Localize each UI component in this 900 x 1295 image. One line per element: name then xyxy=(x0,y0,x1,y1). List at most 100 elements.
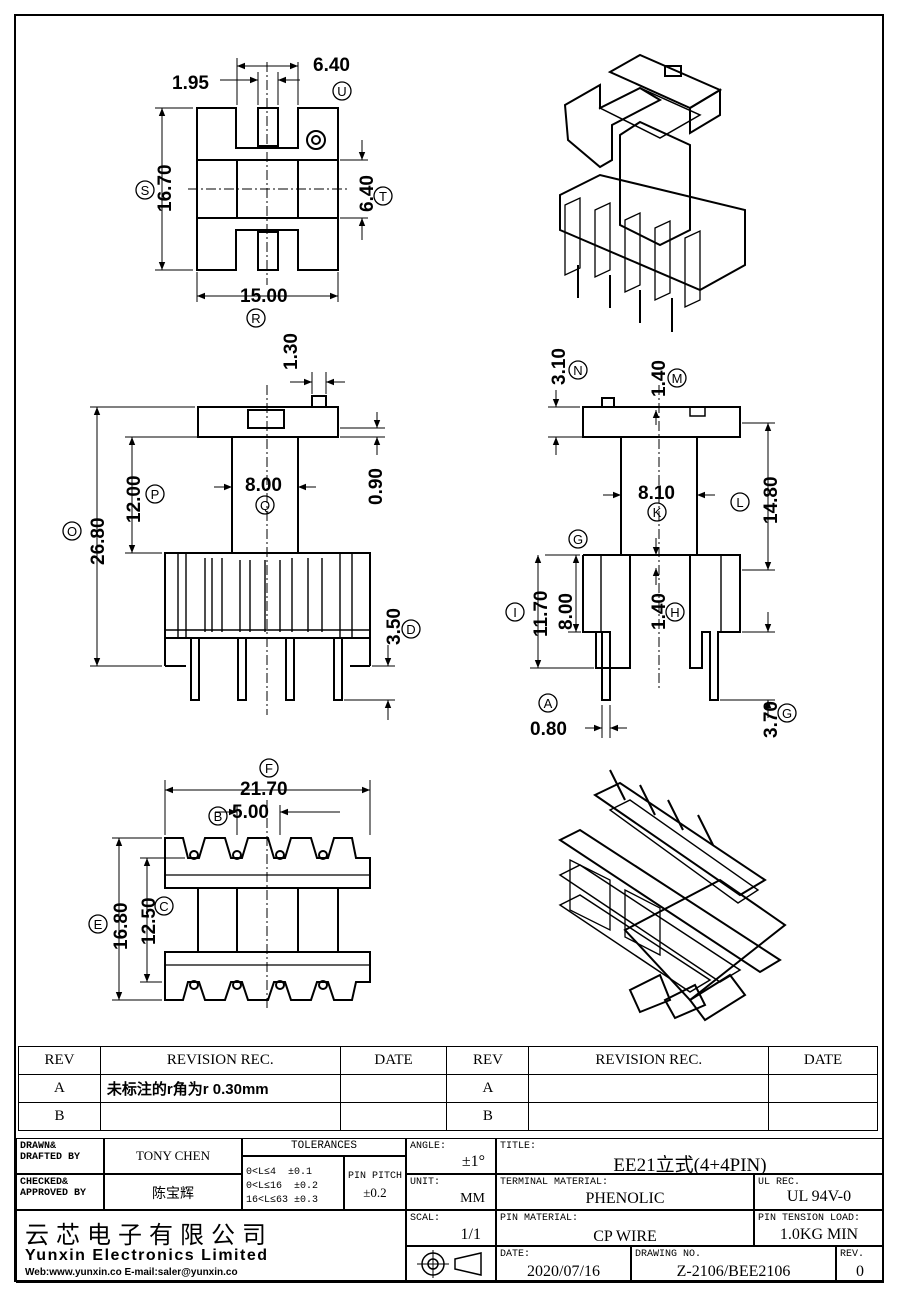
marker-H: H xyxy=(665,602,685,622)
checked-label: CHECKED& APPROVED BY xyxy=(20,1177,87,1199)
marker-A: A xyxy=(538,693,558,713)
revision-table: REV REVISION REC. DATE REV REVISION REC.… xyxy=(18,1046,878,1131)
table-cell: A xyxy=(446,1074,530,1103)
angle-label: ANGLE: xyxy=(410,1141,447,1152)
tolerance-value: ±0.2 xyxy=(294,1181,319,1192)
tolerance-row: 0<L≤16 ±0.2 xyxy=(246,1181,318,1192)
table-cell xyxy=(528,1074,770,1103)
marker-B: B xyxy=(208,806,228,826)
title-cell: TITLE: EE21立式(4+4PIN) xyxy=(496,1138,884,1176)
drawn-label-cell: DRAWN& DRAFTED BY xyxy=(16,1138,104,1174)
table-cell: A xyxy=(18,1074,101,1103)
marker-M: M xyxy=(667,368,687,388)
svg-text:D: D xyxy=(406,622,415,637)
unit-label: UNIT: xyxy=(410,1177,441,1188)
date-value: 2020/07/16 xyxy=(527,1263,600,1280)
dim-side-6: 8.00 xyxy=(556,593,577,630)
dim-side-4: 14.80 xyxy=(761,476,782,524)
svg-text:S: S xyxy=(141,183,150,198)
scale-label: SCAL: xyxy=(410,1213,441,1224)
tolerance-value: ±0.1 xyxy=(288,1167,313,1178)
dim-top-1: 1.95 xyxy=(172,73,209,94)
drawn-label: DRAWN& DRAFTED BY xyxy=(20,1141,81,1163)
date-cell: DATE: 2020/07/16 xyxy=(496,1246,631,1283)
scale-value: 1/1 xyxy=(460,1226,481,1243)
company-name-en: Yunxin Electronics Limited xyxy=(25,1247,269,1264)
pin-material-label: PIN MATERIAL: xyxy=(500,1213,579,1224)
revision-cell: REV. 0 xyxy=(836,1246,884,1283)
svg-text:L: L xyxy=(736,495,743,510)
ul-value: UL 94V-0 xyxy=(786,1188,852,1205)
marker-E: E xyxy=(88,914,108,934)
dim-front-3: 26.80 xyxy=(88,517,109,565)
drawn-value-cell: TONY CHEN xyxy=(104,1138,242,1174)
dim-top-3: 16.70 xyxy=(155,164,176,212)
tolerances-header-cell: TOLERANCES xyxy=(242,1138,406,1156)
drawn-value: TONY CHEN xyxy=(135,1148,211,1163)
dim-side-2: 1.40 xyxy=(649,360,670,397)
table-row: A 未标注的r角为r 0.30mm A xyxy=(18,1074,878,1103)
svg-text:F: F xyxy=(265,761,273,776)
third-angle-projection-icon xyxy=(417,1250,482,1278)
terminal-material-label: TERMINAL MATERIAL: xyxy=(500,1177,609,1188)
date-header: DATE xyxy=(768,1046,878,1075)
svg-text:O: O xyxy=(67,524,77,539)
dim-top-5: 15.00 xyxy=(240,286,288,307)
tolerance-range: 0<L≤16 xyxy=(246,1181,283,1192)
marker-K: K xyxy=(647,502,667,522)
revision-header-row: REV REVISION REC. DATE REV REVISION REC.… xyxy=(18,1046,878,1075)
title-label: TITLE: xyxy=(500,1141,537,1152)
dim-side-7: 1.40 xyxy=(649,593,670,630)
terminal-material-value: PHENOLIC xyxy=(585,1190,665,1207)
rev-header: REV xyxy=(18,1046,101,1075)
dim-top-2: 6.40 xyxy=(313,55,350,76)
svg-text:A: A xyxy=(544,696,553,711)
table-cell: B xyxy=(18,1102,101,1131)
drawing-number-cell: DRAWING NO. Z-2106/BEE2106 xyxy=(631,1246,836,1283)
dimension-labels: 1.95 6.40 16.70 6.40 15.00 1.30 12.00 26… xyxy=(88,55,782,950)
isometric-view-bottom xyxy=(558,769,787,1022)
top-view xyxy=(155,58,368,302)
drawing-title: EE21立式(4+4PIN) xyxy=(613,1155,767,1176)
date-header: DATE xyxy=(339,1046,448,1075)
marker-G-lower: G xyxy=(777,703,797,723)
marker-G-upper: G xyxy=(568,529,588,549)
dim-side-5: 11.70 xyxy=(531,591,552,638)
bottom-view xyxy=(112,780,371,1010)
svg-text:K: K xyxy=(653,505,662,520)
pin-material-cell: PIN MATERIAL: CP WIRE xyxy=(496,1210,754,1246)
pin-pitch-value: ±0.2 xyxy=(363,1185,387,1200)
dim-side-1: 3.10 xyxy=(549,348,570,385)
dim-top-4: 6.40 xyxy=(357,175,378,212)
circled-markers: U S T R O P Q D N M K L G I H A G F B E … xyxy=(62,81,797,934)
tolerance-range: 16<L≤63 xyxy=(246,1195,289,1206)
drawing-views: 1.95 6.40 16.70 6.40 15.00 1.30 12.00 26… xyxy=(62,53,797,1022)
table-cell xyxy=(99,1102,341,1131)
marker-C: C xyxy=(154,896,174,916)
dim-bottom-2: 5.00 xyxy=(232,802,269,823)
revision-rec-header: REVISION REC. xyxy=(528,1046,770,1075)
tolerances-label: TOLERANCES xyxy=(290,1140,357,1152)
revision-rec-header: REVISION REC. xyxy=(99,1046,341,1075)
checked-value-cell: 陈宝辉 xyxy=(104,1174,242,1210)
marker-F: F xyxy=(259,758,279,778)
marker-S: S xyxy=(135,180,155,200)
drawing-frame xyxy=(14,14,884,1282)
table-cell: 未标注的r角为r 0.30mm xyxy=(99,1074,341,1103)
dim-front-6: 3.50 xyxy=(384,608,405,645)
table-cell xyxy=(339,1102,448,1131)
ul-cell: UL REC. UL 94V-0 xyxy=(754,1174,884,1210)
table-cell xyxy=(768,1074,878,1103)
company-cell: 云芯电子有限公司 Yunxin Electronics Limited Web:… xyxy=(16,1210,406,1283)
drawing-number-value: Z-2106/BEE2106 xyxy=(676,1263,791,1280)
svg-text:Q: Q xyxy=(260,498,270,513)
dim-bottom-3: 16.80 xyxy=(111,902,132,950)
revision-label: REV. xyxy=(840,1249,865,1260)
marker-O: O xyxy=(62,521,82,541)
revision-value: 0 xyxy=(856,1263,864,1280)
tolerance-value: ±0.3 xyxy=(294,1195,319,1206)
dim-side-3: 8.10 xyxy=(638,483,675,504)
checked-label-cell: CHECKED& APPROVED BY xyxy=(16,1174,104,1210)
terminal-material-cell: TERMINAL MATERIAL: PHENOLIC xyxy=(496,1174,754,1210)
angle-value: ±1° xyxy=(461,1153,485,1170)
